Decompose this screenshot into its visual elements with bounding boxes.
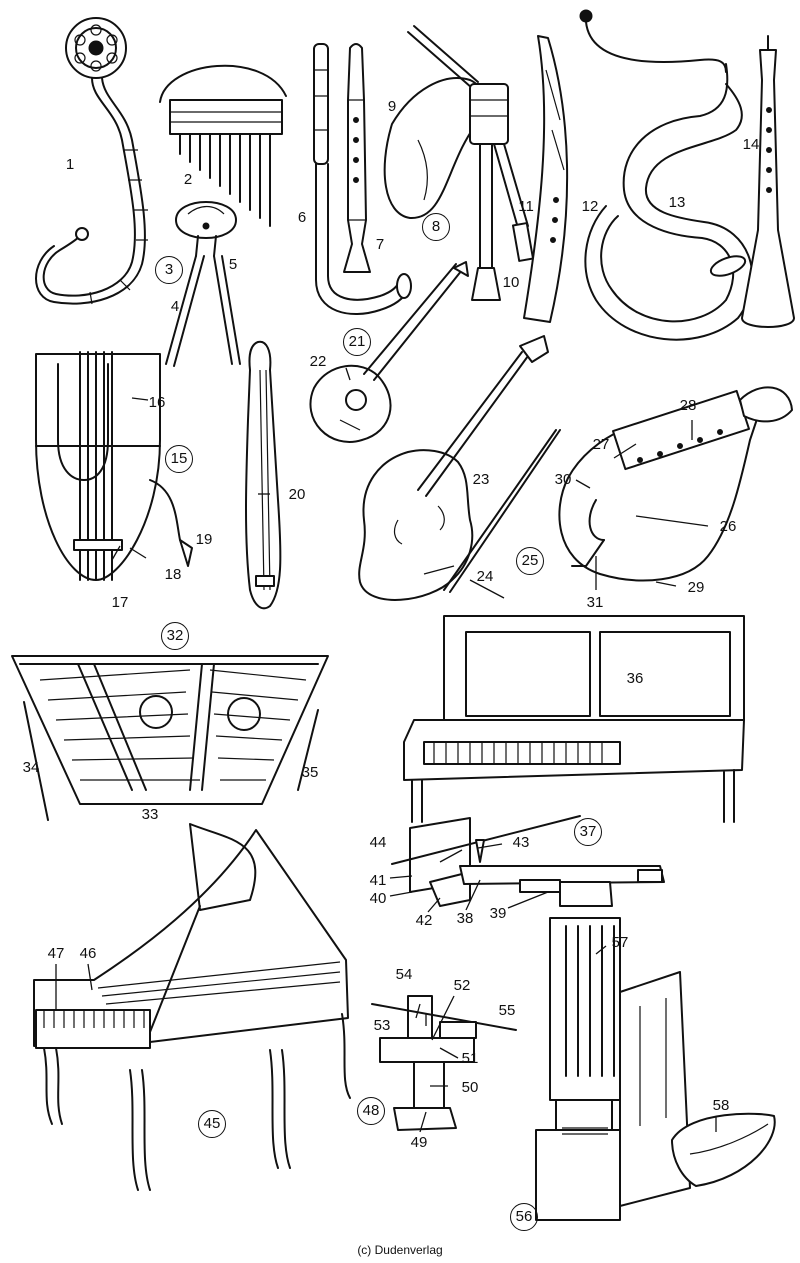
label-43: 43 bbox=[512, 834, 530, 851]
label-53: 53 bbox=[373, 1017, 391, 1034]
cittern-drawing bbox=[310, 262, 468, 442]
label-13: 13 bbox=[668, 194, 686, 211]
label-35: 35 bbox=[301, 764, 319, 781]
label-23: 23 bbox=[472, 471, 490, 488]
cornett-drawing bbox=[36, 18, 148, 304]
label-51: 51 bbox=[461, 1050, 479, 1067]
label-54: 54 bbox=[395, 966, 413, 983]
label-56: 56 bbox=[510, 1203, 538, 1231]
label-32: 32 bbox=[161, 622, 189, 650]
label-40: 40 bbox=[369, 890, 387, 907]
recorder-drawing bbox=[344, 44, 370, 272]
copyright-notice: (c) Dudenverlag bbox=[357, 1243, 443, 1257]
harpsichord-jack-drawing bbox=[372, 996, 516, 1130]
label-49: 49 bbox=[410, 1134, 428, 1151]
label-7: 7 bbox=[375, 236, 385, 253]
label-11: 11 bbox=[518, 198, 534, 215]
label-18: 18 bbox=[164, 566, 182, 583]
label-28: 28 bbox=[679, 397, 697, 414]
label-38: 38 bbox=[456, 910, 474, 927]
label-39: 39 bbox=[489, 905, 507, 922]
label-3: 3 bbox=[155, 256, 183, 284]
label-52: 52 bbox=[453, 977, 471, 994]
label-33: 33 bbox=[141, 806, 159, 823]
label-21: 21 bbox=[343, 328, 371, 356]
kithara-drawing bbox=[36, 352, 192, 580]
label-46: 46 bbox=[79, 945, 97, 962]
label-14: 14 bbox=[742, 136, 760, 153]
serpent-drawing bbox=[580, 10, 752, 340]
label-58: 58 bbox=[712, 1097, 730, 1114]
tangent-mechanism-drawing bbox=[392, 816, 664, 906]
clavichord-drawing bbox=[404, 616, 744, 822]
curved-cornett-drawing bbox=[524, 36, 567, 322]
label-55: 55 bbox=[498, 1002, 516, 1019]
panflute-drawing bbox=[160, 66, 286, 226]
label-24: 24 bbox=[476, 568, 494, 585]
label-30: 30 bbox=[554, 471, 572, 488]
label-44: 44 bbox=[369, 834, 387, 851]
viol-drawing bbox=[359, 336, 560, 600]
label-37: 37 bbox=[574, 818, 602, 846]
label-4: 4 bbox=[170, 298, 180, 315]
crumhorn-drawing bbox=[314, 44, 411, 314]
label-22: 22 bbox=[309, 353, 327, 370]
label-36: 36 bbox=[626, 670, 644, 687]
label-29: 29 bbox=[687, 579, 705, 596]
label-12: 12 bbox=[581, 198, 599, 215]
rebec-drawing bbox=[246, 342, 280, 609]
label-1: 1 bbox=[65, 156, 75, 173]
label-45: 45 bbox=[198, 1110, 226, 1138]
label-48: 48 bbox=[357, 1097, 385, 1125]
aulos-drawing bbox=[166, 202, 240, 366]
harpsichord-drawing bbox=[34, 824, 350, 1190]
positive-organ-drawing bbox=[536, 918, 775, 1220]
label-27: 27 bbox=[592, 436, 610, 453]
label-16: 16 bbox=[148, 394, 166, 411]
label-47: 47 bbox=[47, 945, 65, 962]
label-19: 19 bbox=[195, 531, 213, 548]
label-26: 26 bbox=[719, 518, 737, 535]
dulcimer-drawing bbox=[12, 656, 328, 820]
label-50: 50 bbox=[461, 1079, 479, 1096]
leader-lines bbox=[56, 368, 716, 1132]
label-20: 20 bbox=[288, 486, 306, 503]
label-15: 15 bbox=[165, 445, 193, 473]
label-5: 5 bbox=[228, 256, 238, 273]
label-31: 31 bbox=[586, 594, 604, 611]
label-41: 41 bbox=[369, 872, 387, 889]
label-8: 8 bbox=[422, 213, 450, 241]
hurdy-gurdy-drawing bbox=[559, 387, 792, 580]
label-10: 10 bbox=[502, 274, 520, 291]
label-34: 34 bbox=[22, 759, 40, 776]
bagpipe-drawing bbox=[385, 26, 533, 300]
label-57: 57 bbox=[611, 934, 629, 951]
shawm-drawing bbox=[742, 36, 794, 327]
label-6: 6 bbox=[297, 209, 307, 226]
label-9: 9 bbox=[387, 98, 397, 115]
label-17: 17 bbox=[111, 594, 129, 611]
label-42: 42 bbox=[415, 912, 433, 929]
label-25: 25 bbox=[516, 547, 544, 575]
label-2: 2 bbox=[183, 171, 193, 188]
